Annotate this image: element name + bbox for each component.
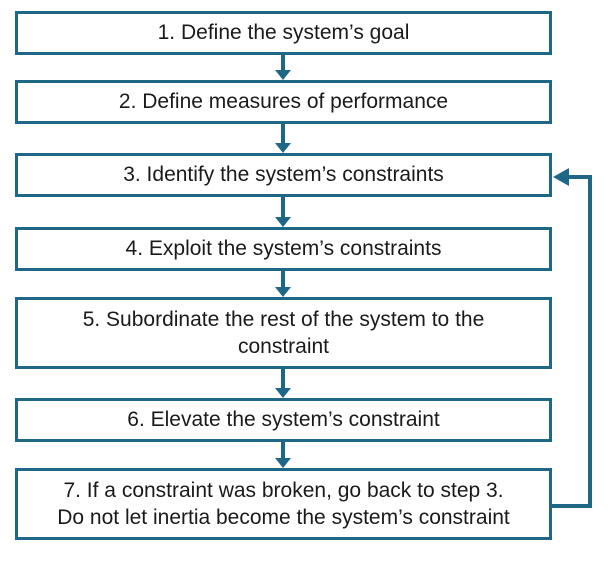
flow-step-3: 3. Identify the system’s constraints (15, 153, 552, 197)
flow-step-6-label: 6. Elevate the system’s constraint (127, 408, 440, 432)
flow-step-6: 6. Elevate the system’s constraint (15, 398, 552, 442)
flow-step-4-label: 4. Exploit the system’s constraints (125, 237, 442, 261)
flow-step-7: 7. If a constraint was broken, go back t… (15, 468, 552, 540)
down-arrow-icon-6-7 (275, 442, 291, 468)
down-arrow-icon-4-5 (275, 271, 291, 297)
flow-step-3-label: 3. Identify the system’s constraints (123, 163, 444, 187)
down-arrow-icon-5-6 (275, 369, 291, 398)
flow-step-2: 2. Define measures of performance (15, 80, 552, 124)
down-arrow-icon-2-3 (275, 124, 291, 153)
flow-step-2-label: 2. Define measures of performance (118, 90, 449, 114)
flow-step-5-label: 5. Subordinate the rest of the system to… (82, 307, 485, 358)
down-arrow-icon-3-4 (275, 197, 291, 227)
flow-step-4: 4. Exploit the system’s constraints (15, 227, 552, 271)
down-arrow-icon-1-2 (275, 55, 291, 80)
flow-step-1: 1. Define the system’s goal (15, 11, 552, 55)
flow-step-5: 5. Subordinate the rest of the system to… (15, 297, 552, 369)
feedback-arrow-7-to-3 (552, 168, 592, 508)
flow-step-7-label: 7. If a constraint was broken, go back t… (57, 478, 510, 529)
flow-step-1-label: 1. Define the system’s goal (157, 21, 410, 45)
